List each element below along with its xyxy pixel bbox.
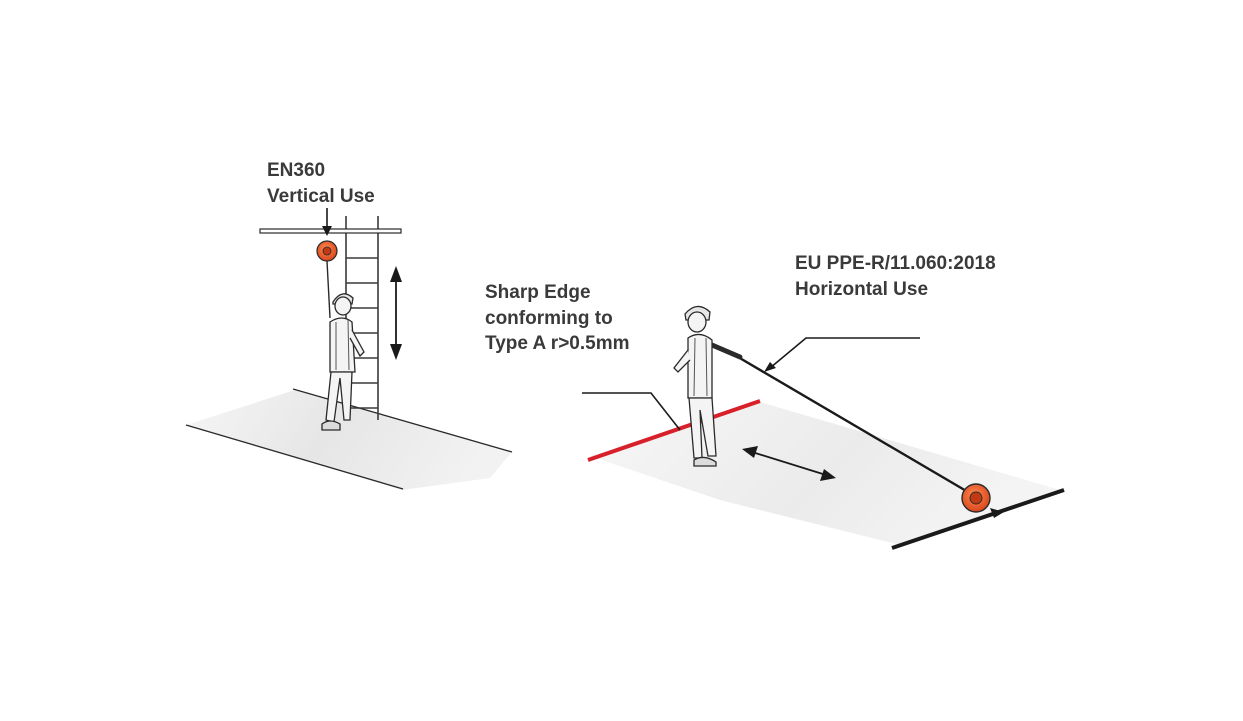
lanyard-connector: [709, 342, 743, 360]
sharp-edge-line-1: Sharp Edge: [485, 282, 591, 303]
floor-left: [186, 390, 512, 490]
pointer-arrowhead-icon: [322, 226, 332, 236]
sharp-edge-line-2: conforming to: [485, 307, 613, 329]
vertical-standard: EN360: [267, 160, 326, 181]
vertical-use-text: Vertical Use: [267, 186, 375, 207]
floor-edge-front: [185, 424, 404, 490]
sharp-edge-line-3: Type A r>0.5mm: [485, 333, 630, 354]
horizontal-motion-arrow-icon: [742, 446, 836, 481]
floor-anchor-bar: [891, 488, 1065, 550]
pointer-arrowhead-icon: [764, 362, 776, 372]
vertical-scene: [185, 208, 513, 490]
fall-arrest-device-horizontal: [961, 483, 1004, 518]
vertical-use-label: EN360 Vertical Use: [267, 158, 375, 210]
fall-arrest-device-vertical: [316, 240, 338, 319]
horizontal-standard: EU PPE-R/11.060:2018: [795, 253, 996, 274]
horizontal-use-text: Horizontal Use: [795, 279, 929, 300]
horizontal-use-label: EU PPE-R/11.060:2018 Horizontal Use: [795, 251, 996, 303]
vertical-motion-arrow-icon: [390, 266, 402, 360]
worker-horizontal: [673, 305, 717, 467]
horizontal-scene: [582, 305, 1065, 550]
label-pointer-horizontal: [769, 337, 920, 369]
sharp-edge-label: Sharp Edge conforming to Type A r>0.5mm: [485, 280, 630, 357]
anchor-beam: [259, 228, 402, 234]
worker-vertical: [321, 293, 365, 431]
lifeline: [737, 355, 969, 494]
sharp-edge-line: [587, 399, 761, 462]
label-pointer-sharp-edge: [582, 392, 681, 431]
